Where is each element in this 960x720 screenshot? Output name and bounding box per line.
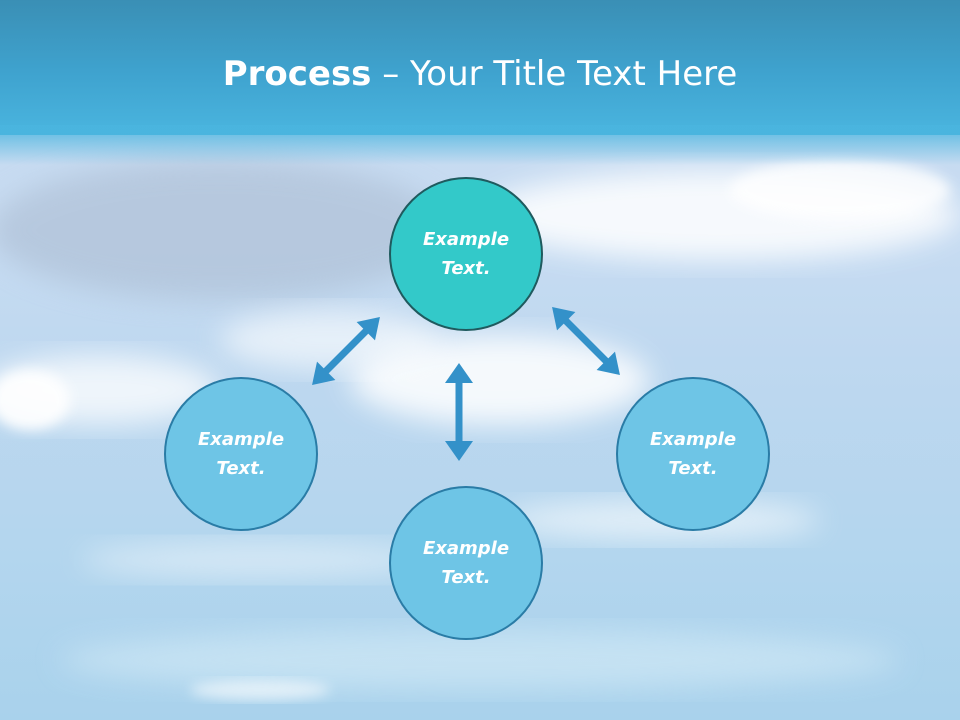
title-bar-fade <box>0 125 960 165</box>
double-arrow-right <box>552 307 620 375</box>
node-label-top: Example Text. <box>422 229 510 279</box>
node-label-left: Example Text. <box>197 429 285 479</box>
slide-title: Process – Your Title Text Here <box>0 52 960 96</box>
node-label-right: Example Text. <box>649 429 737 479</box>
node-label-bottom: Example Text. <box>422 538 510 588</box>
double-arrow-left <box>312 317 380 385</box>
title-bar <box>0 0 960 135</box>
title-rest: – Your Title Text Here <box>371 54 738 94</box>
double-arrow-vertical <box>445 363 473 461</box>
title-strong: Process <box>222 54 372 94</box>
process-node-bottom: Example Text. <box>389 486 543 640</box>
process-node-left: Example Text. <box>164 377 318 531</box>
process-node-top: Example Text. <box>389 177 543 331</box>
process-node-right: Example Text. <box>616 377 770 531</box>
